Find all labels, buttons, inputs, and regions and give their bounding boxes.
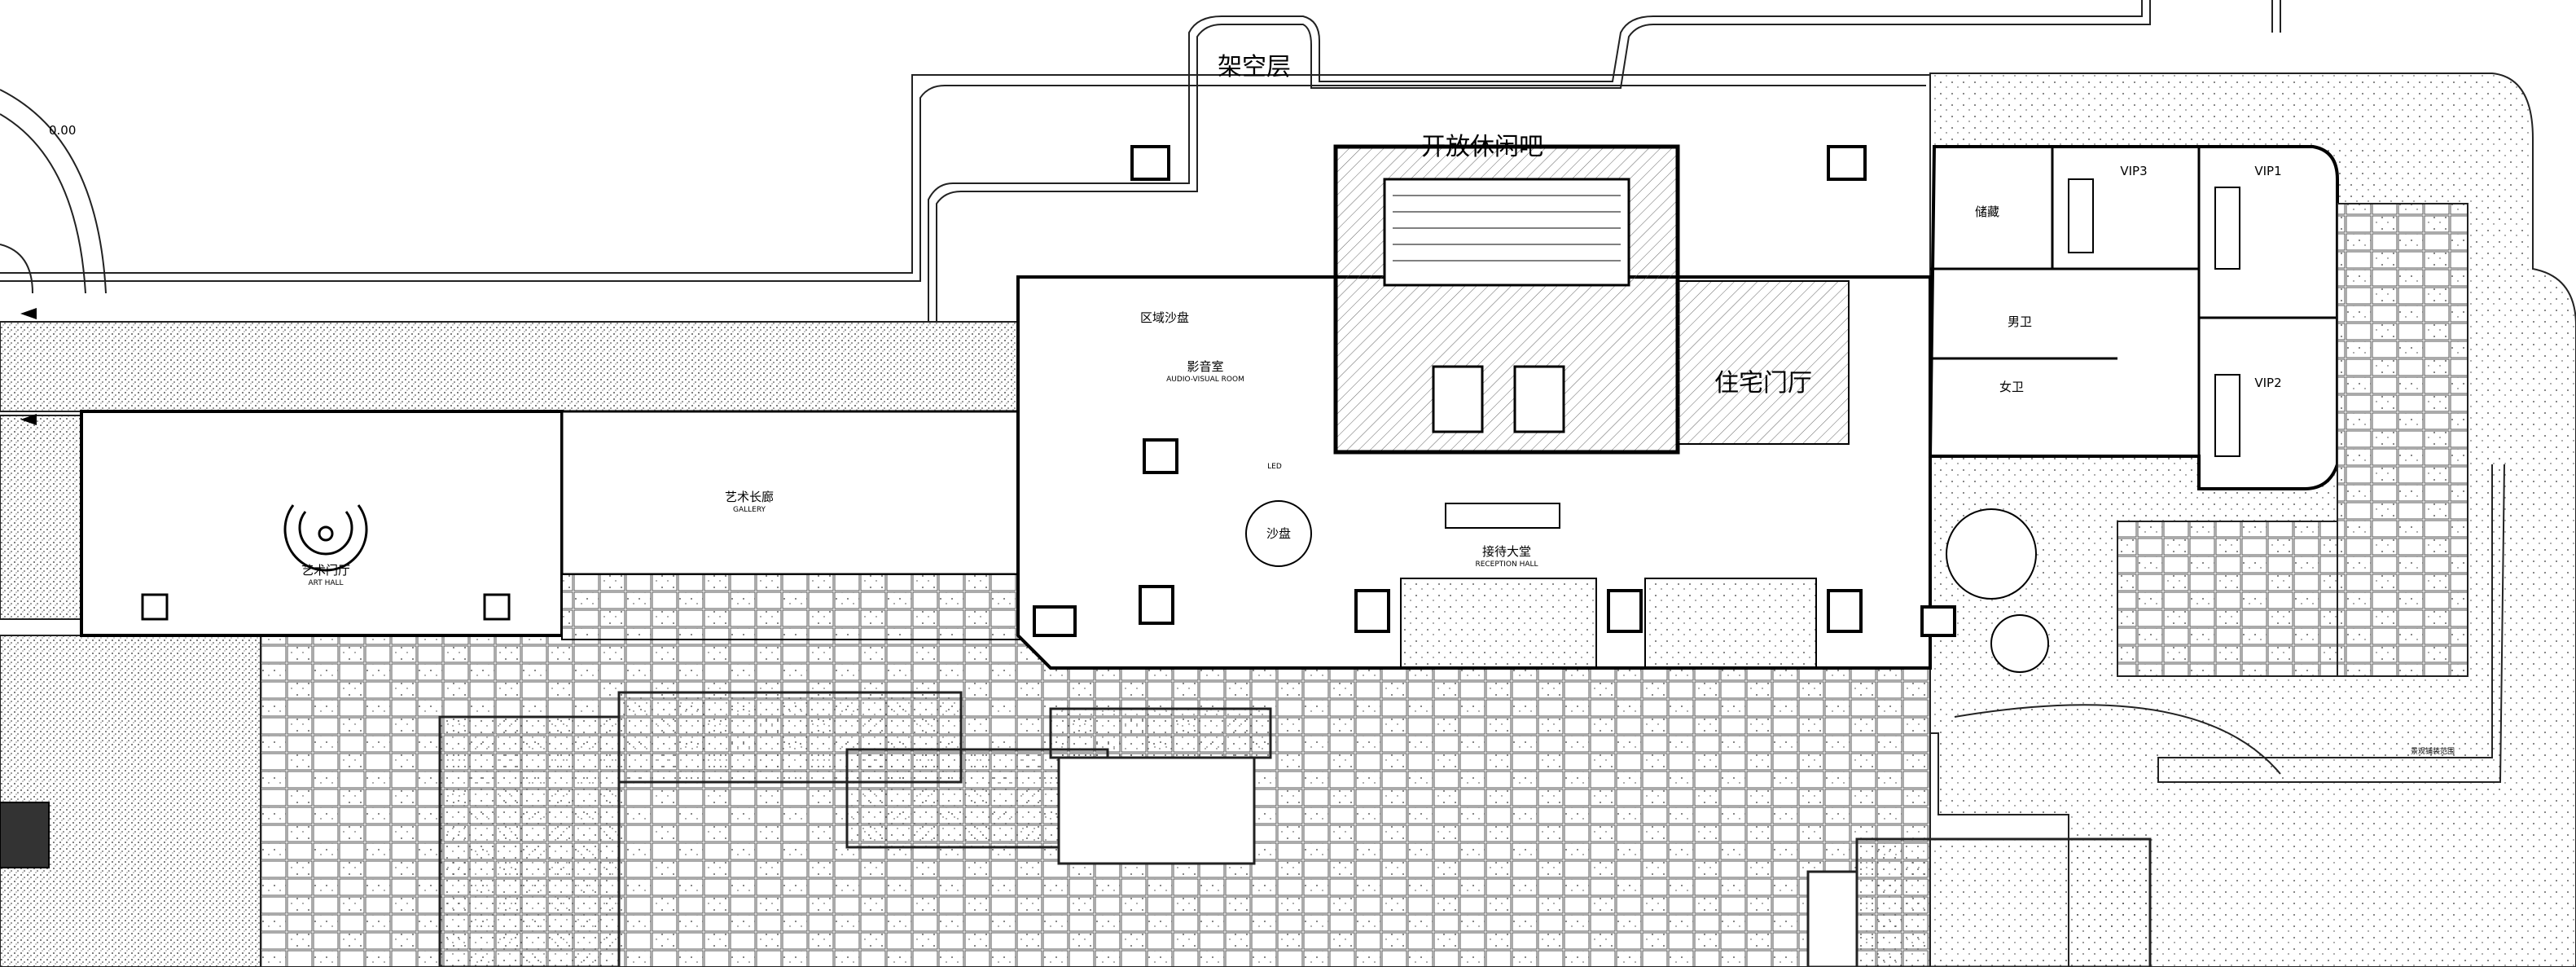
right-edge-lines [1954,464,2505,783]
label-art-gallery-sub: GALLERY [733,506,766,514]
label-reception-hall-sub: RECEPTION HALL [1475,560,1538,569]
lawn-panels [438,691,2152,967]
arrow-markers [20,308,37,425]
label-video-room-sub: AUDIO-VISUAL ROOM [1166,376,1244,384]
stair-block [1383,178,1630,287]
top-left-arc [0,89,107,294]
label-male-toilet: 男卫 [2008,314,2032,329]
vip-room-walls [1930,147,2337,489]
gravel-walkway-lower [0,415,90,620]
gallery-paving [561,574,1051,640]
elevator-b [1513,365,1565,433]
columns [1033,145,1956,637]
lounge-zone-b [1644,578,1817,669]
label-art-hall-sub: ART HALL [308,579,343,587]
art-hall-pillar-b [483,593,511,621]
label-vip1: VIP1 [2254,164,2281,178]
paving-band-left [0,635,261,967]
round-table-b [1990,614,2049,673]
label-open-lounge: 开放休闲吧 [1421,133,1543,161]
label-vip2: VIP2 [2254,376,2281,390]
label-regional-sand-table: 区域沙盘 [1140,310,1189,325]
label-storage: 储藏 [1975,204,1999,219]
paving-curve [2117,521,2338,677]
label-led: LED [1267,463,1282,471]
label-residential-lobby: 住宅门厅 [1714,369,1812,398]
label-elevation: 0.00 [49,123,76,138]
label-sand-table: 沙盘 [1266,526,1291,541]
label-vip3: VIP3 [2120,164,2147,178]
label-female-toilet: 女卫 [1999,380,2024,394]
paving-right [2337,203,2468,677]
art-hall-logo [283,504,368,572]
dark-grate [0,802,50,868]
terrace-boundary [0,0,2281,322]
vip1-sofa [2214,187,2240,270]
vip3-sofa [2068,178,2094,253]
reception-desk [1445,503,1560,529]
residential-lobby-hatch [1677,280,1850,445]
label-art-hall: 艺术门厅 [301,563,350,578]
vip2-sofa [2214,374,2240,457]
label-landscape-note: 景观铺装范围 [2411,746,2455,756]
label-reception-hall: 接待大堂 [1482,544,1531,559]
label-video-room: 影音室 [1187,359,1223,374]
gravel-walkway [0,321,1051,412]
gallery-corridor [560,410,1052,576]
label-pilotis: 架空层 [1218,53,1291,81]
lounge-zone-a [1400,578,1597,669]
art-hall-pillar-a [141,593,169,621]
round-table [1946,508,2037,600]
stair-treads [1393,195,1621,262]
label-art-gallery: 艺术长廊 [725,490,774,504]
sand-table-model [1245,500,1312,567]
elevator-a [1432,365,1484,433]
